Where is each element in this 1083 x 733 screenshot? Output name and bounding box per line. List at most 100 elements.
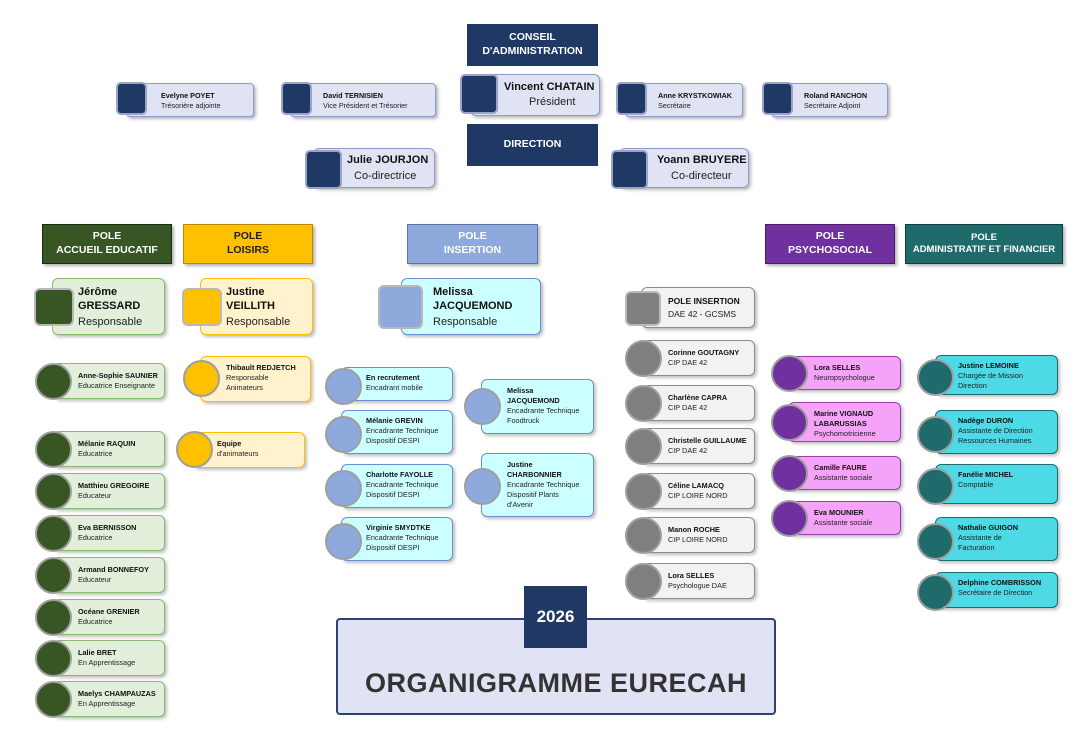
staff-card — [935, 572, 1058, 608]
staff-role: En Apprentissage — [78, 699, 136, 708]
avatar — [611, 150, 648, 189]
staff-name: Justine LEMOINE — [958, 361, 1019, 370]
staff-role: En Apprentissage — [78, 658, 136, 667]
avatar — [281, 82, 312, 115]
lead-role: Responsable — [226, 316, 291, 328]
avatar — [625, 291, 661, 326]
avatar — [625, 517, 662, 554]
staff-role: Educatrice — [78, 449, 113, 458]
staff-role: Encadrante Technique Foodtruck — [507, 406, 580, 425]
avatar — [116, 82, 147, 115]
avatar — [378, 285, 423, 329]
staff-card — [53, 515, 165, 551]
staff-role: Encadrant mobile — [366, 383, 423, 392]
director-role: Co-directrice — [354, 170, 417, 182]
page-title: ORGANIGRAMME EURECAH — [364, 668, 747, 698]
direction-header: DIRECTION — [467, 124, 598, 166]
lead-role: Responsable — [78, 316, 143, 328]
lead-card: Melissa JACQUEMOND Responsable — [401, 278, 541, 335]
avatar — [35, 473, 72, 510]
board-member-name: David TERNISIEN — [323, 91, 383, 100]
lead-card: Justine VEILLITH Responsable — [200, 278, 313, 335]
avatar — [35, 640, 72, 677]
staff-name: Corinne GOUTAGNY — [668, 348, 740, 357]
director-name: Julie JOURJON — [347, 154, 429, 166]
staff-name: Nathalie GUIGON — [958, 523, 1019, 532]
staff-role: Psychomotricienne — [814, 429, 876, 438]
staff-name: Océane GRENIER — [78, 607, 140, 616]
avatar — [917, 358, 954, 396]
year-badge: 2026 — [524, 586, 587, 648]
board-member-card: Evelyne POYET Trésorière adjointe — [126, 83, 254, 117]
staff-card — [935, 464, 1058, 504]
staff-name: En recrutement — [366, 373, 420, 382]
staff-role: CIP DAE 42 — [668, 358, 708, 367]
staff-name: Anne-Sophie SAUNIER — [78, 371, 158, 380]
board-member-role: Secrétaire — [658, 101, 691, 110]
staff-card — [935, 517, 1058, 561]
board-member-role: Secrétaire Adjoint — [804, 101, 861, 110]
staff-name: Lora SELLES — [668, 571, 715, 580]
staff-name: Matthieu GREGOIRE — [78, 481, 150, 490]
staff-role: Educateur — [78, 491, 112, 500]
staff-role: CIP LOIRE NORD — [668, 535, 728, 544]
staff-name: Nadège DURON — [958, 416, 1014, 425]
staff-card — [788, 456, 901, 490]
avatar — [625, 428, 662, 465]
staff-name: Melissa JACQUEMOND — [507, 386, 560, 405]
staff-role: Encadrante Technique Dispositif Plants d… — [507, 480, 580, 509]
board-member-card: David TERNISIEN Vice Président et Trésor… — [290, 83, 436, 117]
board-member-role: Trésorière adjointe — [161, 101, 221, 110]
staff-name: Armand BONNEFOY — [78, 565, 149, 574]
staff-name: Manon ROCHE — [668, 525, 720, 534]
pole-accueil-header: POLE ACCUEIL EDUCATIF — [42, 224, 172, 264]
pole-loisirs-header: POLE LOISIRS — [183, 224, 313, 264]
avatar — [771, 354, 808, 392]
president-role: Président — [529, 96, 576, 108]
staff-role: CIP DAE 42 — [668, 403, 708, 412]
lead-role: Responsable — [433, 316, 498, 328]
staff-role: Assistante de Direction Ressources Humai… — [958, 426, 1033, 445]
lead-name: Melissa JACQUEMOND — [433, 286, 513, 312]
staff-name: Thibault REDJETCH — [226, 363, 296, 372]
staff-role: Educateur — [78, 575, 112, 584]
staff-role: CIP DAE 42 — [668, 446, 708, 455]
avatar — [625, 473, 662, 510]
board-member-role: Vice Président et Trésorier — [323, 101, 408, 110]
staff-name: Lora SELLES — [814, 363, 861, 372]
staff-role: Assistante de Facturation — [958, 533, 1002, 552]
avatar — [771, 499, 808, 537]
president-name: Vincent CHATAIN — [504, 81, 595, 93]
avatar — [176, 431, 213, 468]
staff-name: Maelys CHAMPAUZAS — [78, 689, 156, 698]
avatar — [35, 431, 72, 468]
board-member-name: Roland RANCHON — [804, 91, 868, 100]
staff-role: Encadrante Technique Dispositif DESPI — [366, 426, 439, 445]
avatar — [771, 454, 808, 492]
staff-name: Eva BERNISSON — [78, 523, 137, 532]
staff-role: Educatrice — [78, 533, 113, 542]
staff-name: Mélanie GREVIN — [366, 416, 423, 425]
director-role: Co-directeur — [671, 170, 732, 182]
avatar — [616, 82, 647, 115]
staff-role: CIP LOIRE NORD — [668, 491, 728, 500]
avatar — [325, 469, 362, 507]
